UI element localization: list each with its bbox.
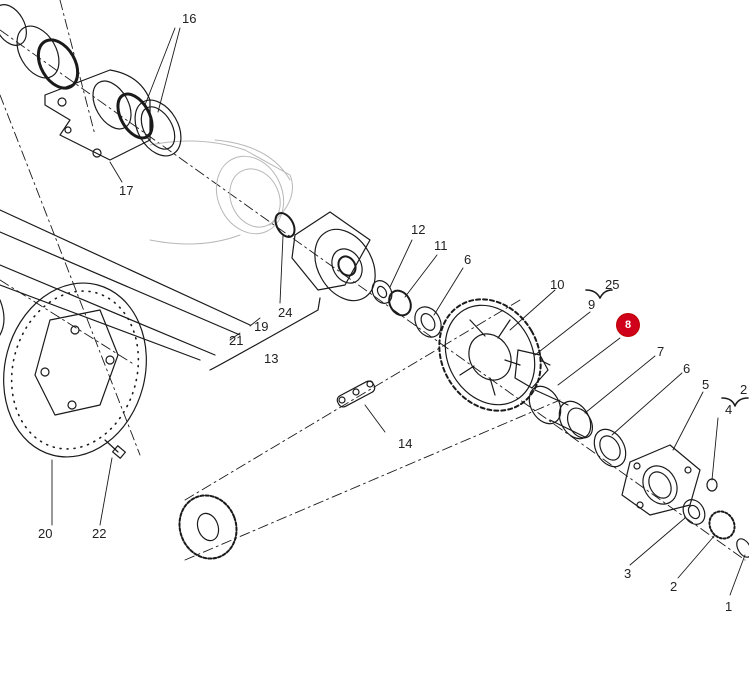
label-12: 12: [411, 222, 426, 237]
label-20: 20: [38, 526, 53, 541]
label-11: 11: [434, 238, 448, 253]
rear-sprocket-10: [438, 298, 542, 412]
front-sprocket: [178, 494, 238, 560]
bracket-2-right: [721, 397, 749, 407]
eccentric-hub-13: [209, 211, 376, 371]
label-9: 9: [588, 297, 596, 312]
hub-fasteners: [682, 478, 749, 558]
label-25: 25: [605, 277, 620, 292]
label-7: 7: [657, 344, 665, 359]
label-4: 4: [725, 402, 733, 417]
washers-12-11-6: [371, 280, 442, 338]
label-1: 1: [725, 599, 733, 614]
label-17: 17: [119, 183, 134, 198]
bolt-22: [104, 439, 127, 459]
label-24: 24: [278, 305, 293, 320]
swingarm-ghost: [149, 139, 293, 245]
label-14: 14: [398, 436, 413, 451]
highlight-badge-8[interactable]: 8: [617, 314, 639, 336]
bracket-25: [585, 289, 613, 299]
label-13: 13: [264, 351, 279, 366]
label-19: 19: [254, 319, 269, 334]
washer-6-lower: [593, 428, 627, 468]
bearings-7: [528, 385, 594, 440]
wheel-hub-5: [621, 444, 701, 516]
chain-14: [336, 380, 376, 408]
rear-axle-rods: [0, 209, 251, 361]
bracket-plate-17: [44, 69, 151, 161]
leader-lines: [51, 27, 746, 596]
label-6-upper: 6: [464, 252, 472, 267]
label-5: 5: [702, 377, 710, 392]
assembly-axis-lines: [0, 0, 746, 561]
seal-rings-16: [0, 4, 182, 157]
label-10: 10: [550, 277, 565, 292]
cush-drive-9: [514, 349, 551, 389]
label-21: 21: [229, 333, 244, 348]
label-16: 16: [182, 11, 197, 26]
label-3: 3: [624, 566, 632, 581]
label-22: 22: [92, 526, 107, 541]
brake-disc-20: [3, 282, 147, 458]
label-2: 2: [670, 579, 678, 594]
label-2-right: 2: [740, 382, 748, 397]
label-6-lower: 6: [683, 361, 691, 376]
